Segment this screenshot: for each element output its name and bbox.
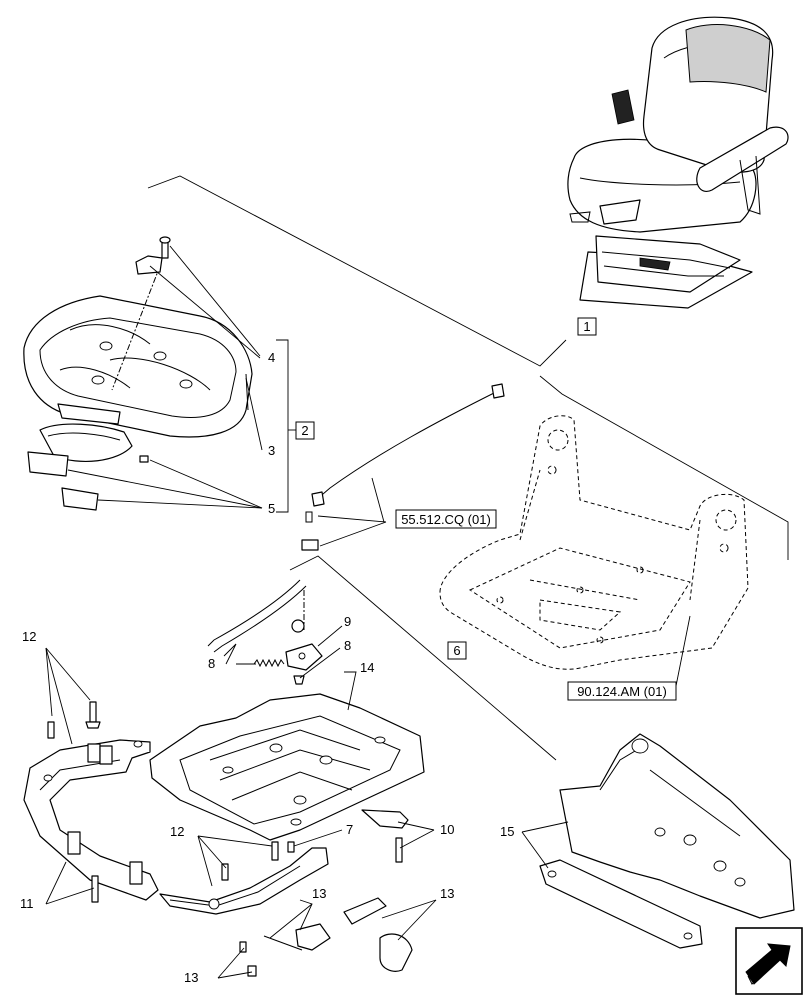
callout-12-left: 12 bbox=[22, 629, 36, 644]
callout-1: 1 bbox=[583, 319, 590, 334]
reference-harness[interactable]: 55.512.CQ (01) bbox=[401, 512, 491, 527]
next-arrow-icon[interactable] bbox=[735, 927, 803, 995]
callout-13-bottom: 13 bbox=[184, 970, 198, 985]
reference-box-frame bbox=[567, 681, 677, 701]
right-rail bbox=[159, 829, 343, 915]
left-rail bbox=[23, 647, 159, 905]
separator-lines bbox=[147, 175, 789, 761]
reference-box-harness bbox=[395, 509, 497, 529]
wire-harness bbox=[301, 383, 505, 551]
callout-7: 7 bbox=[346, 822, 353, 837]
callout-8-right: 8 bbox=[344, 638, 351, 653]
callout-3: 3 bbox=[268, 443, 275, 458]
callout-8-left: 8 bbox=[208, 656, 215, 671]
callout-10: 10 bbox=[440, 822, 454, 837]
callout-6: 6 bbox=[453, 643, 460, 658]
callout-box-2 bbox=[295, 421, 315, 440]
seat-frame-reference bbox=[439, 415, 749, 687]
base-pan bbox=[149, 671, 425, 841]
lever-parts bbox=[207, 579, 343, 685]
callout-13-top: 13 bbox=[312, 886, 326, 901]
reference-frame[interactable]: 90.124.AM (01) bbox=[577, 684, 667, 699]
callout-labels: 1 2 3 4 5 6 7 8 8 9 10 11 12 12 13 13 13… bbox=[20, 317, 677, 985]
callout-9: 9 bbox=[344, 614, 351, 629]
callout-13-right: 13 bbox=[440, 886, 454, 901]
mounting-bracket bbox=[521, 733, 795, 949]
callout-5: 5 bbox=[268, 501, 275, 516]
callout-4: 4 bbox=[268, 350, 275, 365]
callout-14: 14 bbox=[360, 660, 374, 675]
seat-assembly bbox=[567, 16, 789, 309]
clip-parts bbox=[217, 809, 437, 979]
callout-box-6 bbox=[447, 641, 467, 660]
cushion-pan-assembly bbox=[23, 236, 296, 513]
callout-box-1 bbox=[577, 317, 597, 336]
callout-12-right: 12 bbox=[170, 824, 184, 839]
callout-11: 11 bbox=[20, 896, 34, 911]
callout-15: 15 bbox=[500, 824, 514, 839]
callout-2: 2 bbox=[301, 423, 308, 438]
